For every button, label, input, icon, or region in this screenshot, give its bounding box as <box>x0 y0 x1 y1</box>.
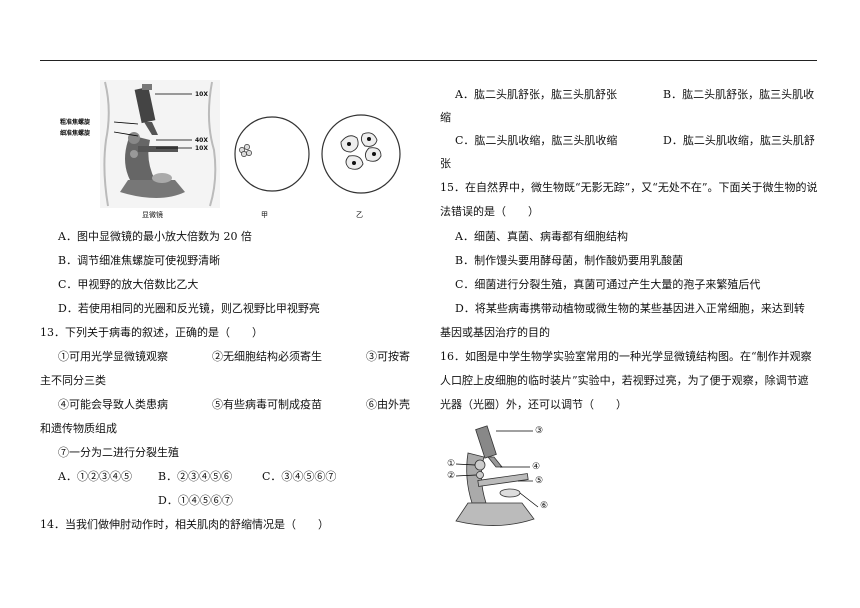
q13-statement-6-cont: 和遗传物质组成 <box>40 422 117 435</box>
q12-option-d: D．若使用相同的光圈和反光镜，则乙视野比甲视野亮 <box>58 302 320 315</box>
q16-label-1: ① <box>447 459 456 469</box>
q14-option-d-cont: 张 <box>440 157 451 170</box>
q13-stem: 13．下列关于病毒的叙述，正确的是（ ） <box>40 326 263 339</box>
q13-statement-4: ④可能会导致人类患病 <box>58 398 168 411</box>
label-objective-10x: 10X <box>195 145 208 152</box>
q15-option-d: D．将某些病毒携带动植物或微生物的某些基因进入正常细胞，来达到转 <box>455 302 805 315</box>
q16-microscope-diagram <box>455 425 539 526</box>
q16-label-5: ⑤ <box>535 476 544 486</box>
q12-option-b: B．调节细准焦螺旋可使视野清晰 <box>58 254 221 267</box>
q13-statement-3: ③可按寄 <box>366 350 410 363</box>
q14-option-c: C．肱二头肌收缩，肱三头肌收缩 <box>455 134 618 147</box>
caption-yi: 乙 <box>356 211 363 219</box>
q16-label-4: ④ <box>532 462 541 472</box>
field-of-view-jia <box>234 116 310 192</box>
label-eyepiece-10x: 10X <box>195 91 208 98</box>
q14-option-a: A．肱二头肌舒张，肱三头肌舒张 <box>455 88 617 101</box>
q16-label-6: ⑥ <box>540 501 549 511</box>
q13-statement-7: ⑦一分为二进行分裂生殖 <box>58 446 179 459</box>
caption-microscope: 显微镜 <box>142 211 163 219</box>
q15-option-d-cont: 基因或基因治疗的目的 <box>440 326 550 339</box>
q15-stem-cont: 法错误的是（ ） <box>440 205 539 218</box>
q14-stem: 14．当我们做伸肘动作时，相关肌肉的舒缩情况是（ ） <box>40 518 329 531</box>
q13-option-b: B．②③④⑤⑥ <box>158 470 233 483</box>
label-fine-focus: 细准焦螺旋 <box>60 130 91 137</box>
q14-option-b: B．肱二头肌舒张，肱三头肌收 <box>663 88 815 101</box>
q13-option-c: C．③④⑤⑥⑦ <box>262 470 337 483</box>
caption-jia: 甲 <box>261 211 268 219</box>
q13-statement-2: ②无细胞结构必须寄生 <box>212 350 322 363</box>
q13-statement-1: ①可用光学显微镜观察 <box>58 350 168 363</box>
q13-statement-6: ⑥由外壳 <box>366 398 410 411</box>
q16-label-3: ③ <box>535 426 544 436</box>
q15-option-c: C．细菌进行分裂生殖，真菌可通过产生大量的孢子来繁殖后代 <box>455 278 761 291</box>
q16-stem-cont-1: 人口腔上皮细胞的临时装片”实验中，若视野过亮，为了便于观察，除调节遮 <box>440 374 809 387</box>
q12-option-c: C．甲视野的放大倍数比乙大 <box>58 278 199 291</box>
q15-option-b: B．制作馒头要用酵母菌，制作酸奶要用乳酸菌 <box>455 254 684 267</box>
q12-option-a: A．图中显微镜的最小放大倍数为 20 倍 <box>58 230 252 243</box>
field-of-view-yi <box>321 114 401 194</box>
header-rule <box>40 60 817 61</box>
q14-option-b-cont: 缩 <box>440 111 451 124</box>
q16-stem: 16．如图是中学生物学实验室常用的一种光学显微镜结构图。在“制作并观察 <box>440 350 812 363</box>
q13-statement-3-cont: 主不同分三类 <box>40 374 106 387</box>
q13-option-d: D．①④⑤⑥⑦ <box>158 494 233 507</box>
label-coarse-focus: 粗准焦螺旋 <box>60 119 91 126</box>
q16-stem-cont-2: 光器（光圈）外，还可以调节（ ） <box>440 398 627 411</box>
label-objective-40x: 40X <box>195 137 208 144</box>
q13-option-a: A．①②③④⑤ <box>58 470 132 483</box>
q15-option-a: A．细菌、真菌、病毒都有细胞结构 <box>455 230 628 243</box>
q16-label-2: ② <box>447 471 456 481</box>
q15-stem: 15．在自然界中，微生物既“无影无踪”，又“无处不在”。下面关于微生物的说 <box>440 181 818 194</box>
q13-statement-5: ⑤有些病毒可制成疫苗 <box>212 398 322 411</box>
microscope-figure <box>100 80 220 208</box>
q14-option-d: D．肱二头肌收缩，肱三头肌舒 <box>663 134 815 147</box>
